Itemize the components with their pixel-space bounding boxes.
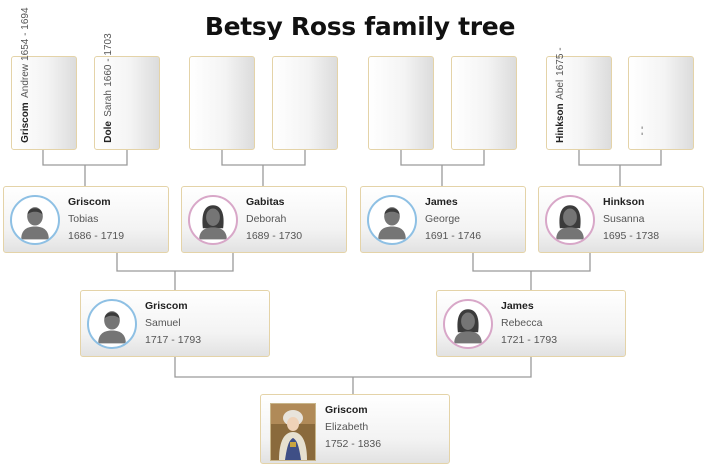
- connector-g2-rebecca: [472, 253, 591, 290]
- life-years: 1689 - 1730: [246, 230, 303, 242]
- surname: Griscom: [325, 404, 368, 416]
- given-name: Andrew: [20, 64, 31, 99]
- male-silhouette-icon: [367, 195, 417, 245]
- male-silhouette-icon: [87, 299, 137, 349]
- ancestor-card-g3-1[interactable]: Griscom Andrew 1654 - 1694: [11, 7, 77, 150]
- life-years: 1675 -: [555, 47, 566, 76]
- life-years: 1721 - 1793: [501, 334, 558, 346]
- life-years: 1660 - 1703: [103, 33, 114, 87]
- surname: Hinkson: [603, 196, 645, 208]
- connector-g1-elizabeth: [174, 357, 532, 394]
- surname: Griscom: [145, 300, 188, 312]
- ancestor-card-g3-6[interactable]: [451, 56, 517, 150]
- female-silhouette-icon: [545, 195, 595, 245]
- person-card-rebecca[interactable]: James Rebecca 1721 - 1793: [436, 290, 626, 357]
- given-name: Abel: [555, 79, 566, 100]
- person-card-george[interactable]: James George 1691 - 1746: [360, 186, 526, 253]
- ancestor-card-g3-8[interactable]: - -: [628, 56, 694, 150]
- life-years: 1691 - 1746: [425, 230, 482, 242]
- ancestor-card-g3-7[interactable]: Hinkson Abel 1675 -: [546, 47, 612, 150]
- life-years: - -: [637, 125, 648, 135]
- life-years: 1717 - 1793: [145, 334, 202, 346]
- portrait-photo: [270, 403, 316, 461]
- person-card-susanna[interactable]: Hinkson Susanna 1695 - 1738: [538, 186, 704, 253]
- surname: James: [501, 300, 534, 312]
- given-name: Tobias: [68, 213, 99, 225]
- female-silhouette-icon: [188, 195, 238, 245]
- person-card-samuel[interactable]: Griscom Samuel 1717 - 1793: [80, 290, 270, 357]
- surname: Dole: [103, 121, 114, 143]
- given-name: Samuel: [145, 317, 181, 329]
- given-name: Deborah: [246, 213, 287, 225]
- page-title: Betsy Ross family tree: [204, 12, 516, 41]
- given-name: Susanna: [603, 213, 645, 225]
- given-name: Rebecca: [501, 317, 543, 329]
- connector-g3-george: [400, 149, 485, 186]
- given-name: Elizabeth: [325, 421, 369, 433]
- life-years: 1752 - 1836: [325, 438, 382, 450]
- given-name: Sarah: [103, 90, 114, 118]
- person-card-tobias[interactable]: Griscom Tobias 1686 - 1719: [3, 186, 169, 253]
- surname: James: [425, 196, 458, 208]
- connector-g3-tobias: [42, 149, 128, 186]
- connector-g3-susanna: [578, 149, 662, 186]
- life-years: 1686 - 1719: [68, 230, 125, 242]
- person-card-elizabeth[interactable]: Griscom Elizabeth 1752 - 1836: [260, 394, 450, 464]
- connector-g3-deborah: [221, 149, 306, 186]
- person-card-deborah[interactable]: Gabitas Deborah 1689 - 1730: [181, 186, 347, 253]
- surname: Griscom: [20, 102, 31, 143]
- surname: Griscom: [68, 196, 111, 208]
- life-years: 1695 - 1738: [603, 230, 660, 242]
- male-silhouette-icon: [10, 195, 60, 245]
- connector-g2-samuel: [116, 253, 234, 290]
- female-silhouette-icon: [443, 299, 493, 349]
- ancestor-card-g3-5[interactable]: [368, 56, 434, 150]
- surname: Hinkson: [555, 103, 566, 143]
- life-years: 1654 - 1694: [20, 7, 31, 61]
- given-name: George: [425, 213, 461, 225]
- ancestor-card-g3-3[interactable]: [189, 56, 255, 150]
- surname: Gabitas: [246, 196, 285, 208]
- ancestor-card-g3-4[interactable]: [272, 56, 338, 150]
- ancestor-card-g3-2[interactable]: Dole Sarah 1660 - 1703: [94, 33, 160, 150]
